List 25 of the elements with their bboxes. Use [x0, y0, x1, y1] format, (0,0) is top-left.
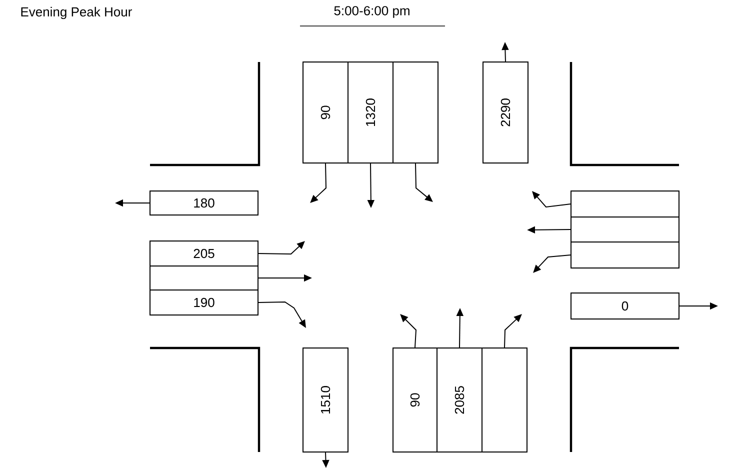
lane-box — [150, 266, 258, 290]
lane-volume-box: 190 — [150, 290, 258, 316]
lane-box — [482, 348, 528, 452]
lane-volume-box: 180 — [150, 190, 258, 216]
lane-volume-box: 1510 — [302, 348, 348, 452]
lane-volume-box: 90 — [302, 62, 348, 164]
turn-arrow — [415, 163, 433, 202]
lane-box — [570, 216, 680, 242]
turn-arrow — [310, 163, 326, 203]
lane-box — [570, 242, 680, 268]
lane-volume-box: 1320 — [348, 62, 394, 164]
turn-arrow — [400, 314, 417, 348]
lane-volume-box: 90 — [392, 348, 438, 452]
lane-volume-box: 2085 — [436, 348, 482, 452]
lane-box — [570, 190, 680, 218]
turn-arrow — [533, 254, 571, 273]
turn-arrow — [258, 241, 305, 254]
title: Evening Peak Hour — [21, 6, 132, 20]
lane-volume-box: 205 — [150, 240, 258, 266]
turn-arrow — [532, 191, 571, 208]
turn-arrow — [504, 314, 522, 348]
time-period-label: 5:00-6:00 pm — [300, 6, 446, 26]
lane-box — [392, 62, 438, 164]
lane-volume-box: 2290 — [482, 62, 528, 164]
lane-volume-box: 0 — [570, 292, 680, 320]
